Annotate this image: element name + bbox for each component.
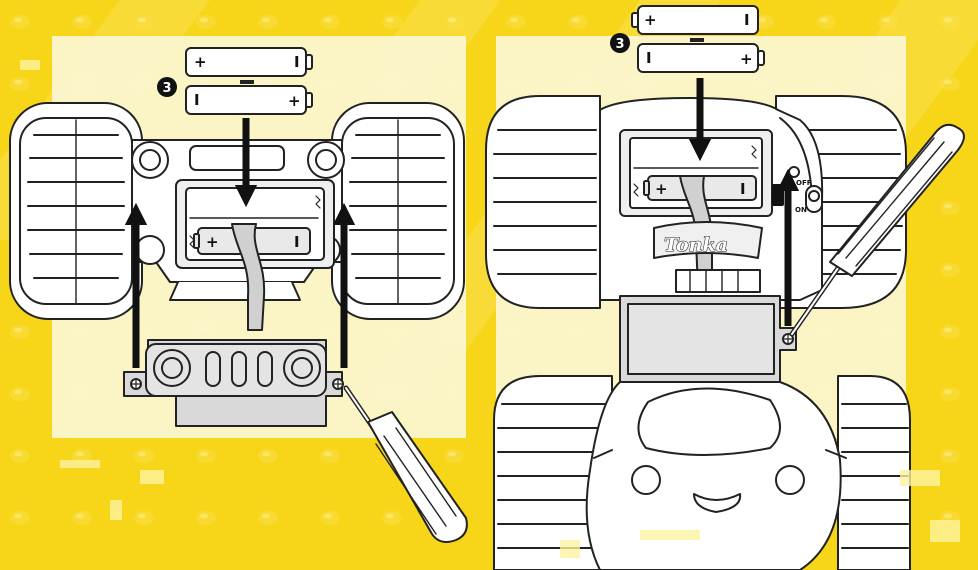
left-battery-top — [185, 47, 313, 77]
circled-number-icon — [610, 33, 630, 53]
switch-off-label: OFF — [796, 179, 812, 187]
right-battery-bottom — [637, 43, 765, 73]
screwdriver-icon — [343, 385, 468, 543]
left-battery-bottom-plus: + — [288, 92, 301, 110]
circled-number-icon — [157, 77, 177, 97]
right-battery-bottom-minus: I — [646, 49, 652, 67]
top-left-wheel — [485, 95, 601, 309]
left-battery-bottom — [185, 85, 313, 115]
switch-on-label: ON — [795, 206, 807, 214]
right-battery-top-minus: I — [744, 11, 750, 29]
right-installed-battery-plus: + — [655, 180, 668, 198]
right-installed-battery-minus: I — [740, 180, 746, 198]
bottom-right-wheel — [837, 375, 911, 570]
right-wheel — [331, 102, 465, 320]
tonka-logo: Tonka — [664, 234, 728, 256]
left-battery-top-minus: I — [294, 53, 300, 71]
right-arrows — [688, 78, 800, 326]
pull-ribbon — [231, 223, 266, 331]
left-illustration: + I — [9, 102, 468, 543]
right-battery-bottom-plus: + — [740, 50, 753, 68]
left-arrows — [124, 118, 356, 368]
logo-badge — [653, 221, 763, 259]
right-step-number: 3 — [615, 37, 624, 52]
power-switch[interactable] — [805, 185, 823, 213]
right-illustration: + I OFF ON Tonka — [485, 95, 965, 570]
installed-battery-minus: I — [294, 233, 300, 251]
right-step-marker: 3 — [610, 33, 630, 53]
bottom-left-wheel — [493, 375, 613, 570]
left-battery-top-plus: + — [194, 53, 207, 71]
left-step-marker: 3 — [157, 77, 177, 97]
right-battery-top — [631, 5, 759, 35]
right-battery-top-plus: + — [644, 11, 657, 29]
battery-cover — [619, 295, 797, 383]
left-wheel — [9, 102, 143, 320]
distressed-texture — [20, 60, 960, 558]
left-step-number: 3 — [162, 81, 171, 96]
battery-cover — [123, 339, 344, 427]
left-battery-bottom-minus: I — [194, 91, 200, 109]
screwdriver-icon — [789, 123, 965, 337]
installed-battery-plus: + — [206, 233, 219, 251]
